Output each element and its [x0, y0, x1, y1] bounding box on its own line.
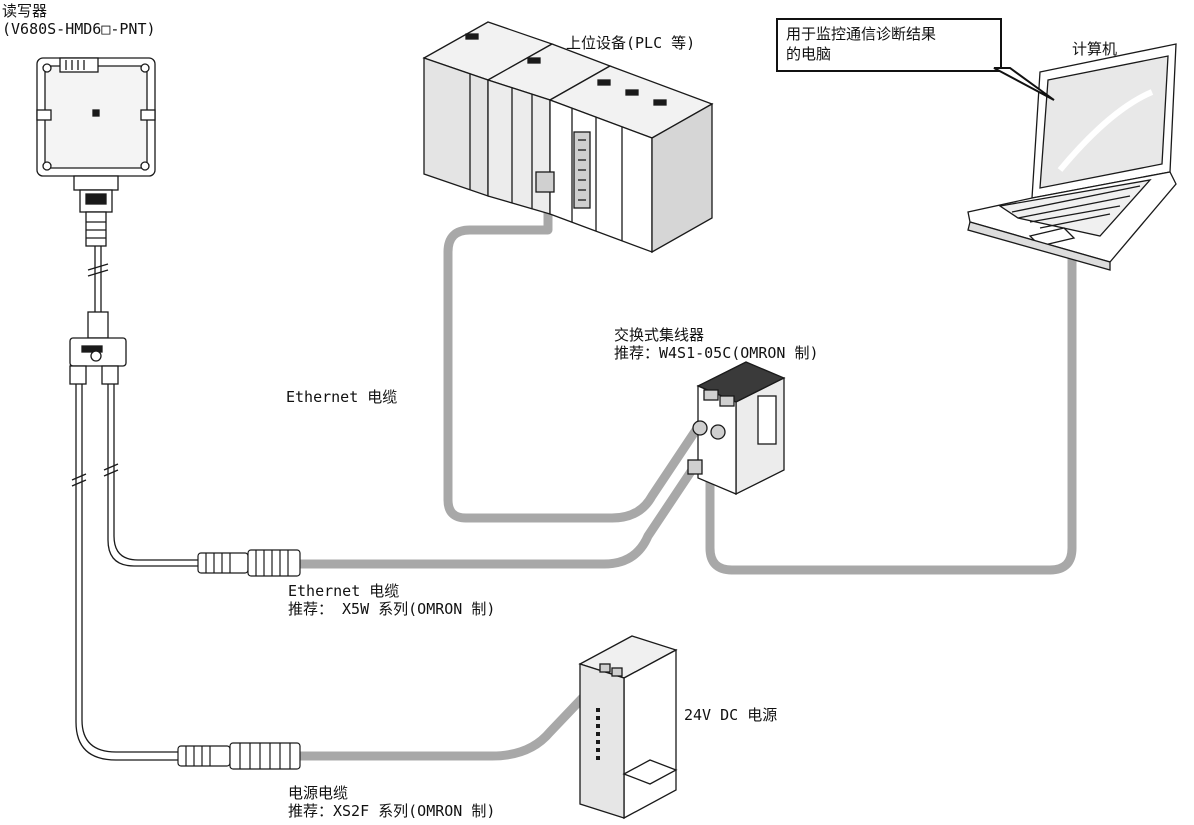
- power-cable-label: 电源电缆: [288, 784, 349, 802]
- cable-hub-to-reader: [295, 465, 697, 569]
- reader-unit: [36, 57, 156, 487]
- power-connector: [177, 742, 301, 770]
- reader-cables: [75, 245, 200, 761]
- ethernet-connector: [197, 549, 301, 577]
- cable-power: [295, 667, 617, 761]
- plc-rack: [422, 21, 714, 254]
- ethernet-cable-recommend: 推荐： X5W 系列(OMRON 制): [288, 600, 496, 618]
- cable-plc-to-hub: [443, 193, 705, 523]
- pc-callout-line2: 的电脑: [786, 45, 832, 63]
- callout-pointer: [993, 67, 1055, 101]
- reader-label: 读写器: [2, 2, 48, 20]
- power-supply: [578, 635, 678, 820]
- switching-hub: [687, 361, 786, 496]
- power-supply-label: 24V DC 电源: [684, 706, 778, 724]
- ethernet-cables: [295, 193, 1077, 761]
- hub-label: 交换式集线器: [614, 326, 705, 344]
- host-device-label: 上位设备(PLC 等): [566, 34, 696, 52]
- computer-label: 计算机: [1072, 40, 1118, 58]
- hub-model-label: 推荐：W4S1-05C(OMRON 制): [614, 344, 819, 362]
- ethernet-cable-label-lower: Ethernet 电缆: [288, 582, 400, 600]
- laptop: [967, 43, 1177, 271]
- power-cable-recommend: 推荐：XS2F 系列(OMRON 制): [288, 802, 496, 820]
- pc-callout-box: 用于监控通信诊断结果 的电脑: [776, 18, 1002, 72]
- pc-callout-line1: 用于监控通信诊断结果: [786, 25, 937, 43]
- reader-model-label: (V680S-HMD6□-PNT): [2, 20, 156, 38]
- ethernet-cable-label: Ethernet 电缆: [286, 388, 398, 406]
- cable-hub-to-laptop: [705, 219, 1077, 575]
